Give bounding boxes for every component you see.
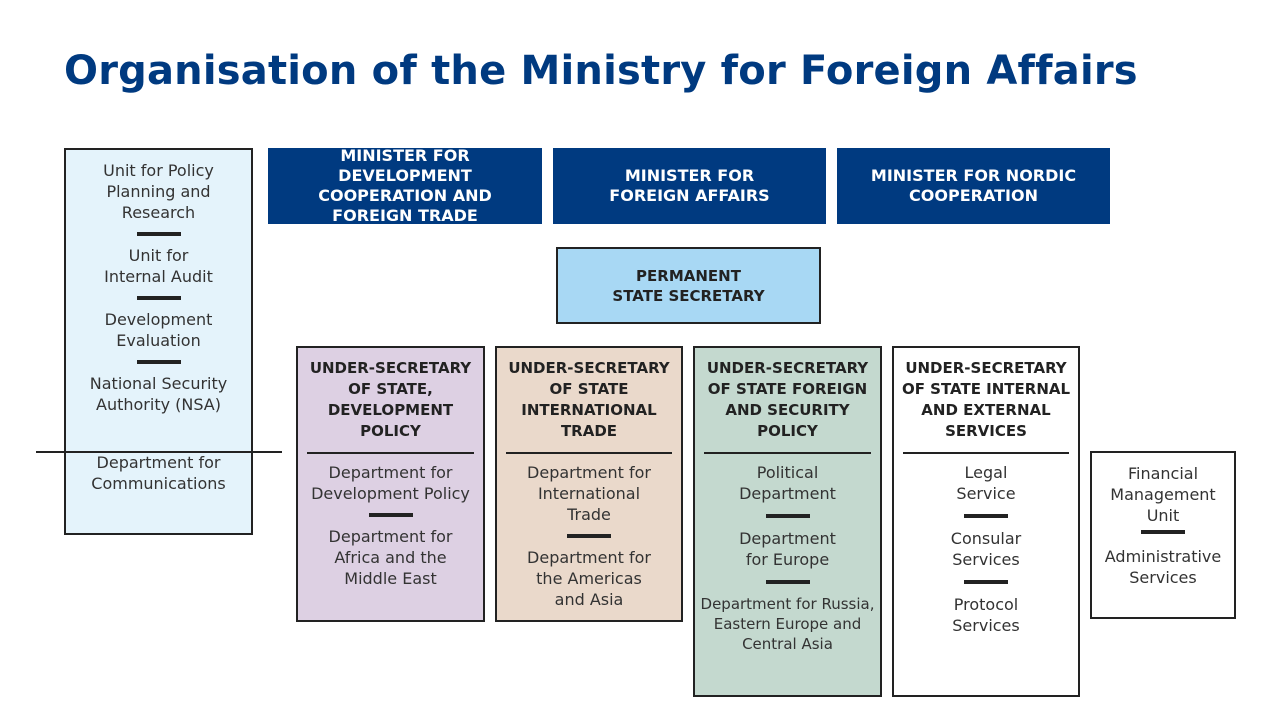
minister-nordic-cooperation: MINISTER FOR NORDIC COOPERATION <box>837 148 1110 224</box>
header-rule <box>307 452 474 454</box>
protocol-services: Protocol Services <box>952 595 1020 635</box>
minister-foreign-affairs-label: MINISTER FOR FOREIGN AFFAIRS <box>609 166 770 205</box>
unit-policy-planning: Unit for Policy Planning and Research <box>103 161 214 222</box>
separator <box>964 580 1008 584</box>
separator <box>136 232 181 236</box>
page-title: Organisation of the Ministry for Foreign… <box>64 48 1138 94</box>
under-secretary-international-trade: UNDER-SECRETARY OF STATE INTERNATIONAL T… <box>495 346 683 622</box>
department-international-trade: Department for International Trade <box>527 463 651 524</box>
financial-management-unit: Financial Management Unit <box>1110 464 1216 525</box>
consular-services: Consular Services <box>950 529 1022 569</box>
separator <box>1141 530 1185 534</box>
administration-units: Financial Management Unit Administrative… <box>1090 451 1236 619</box>
department-communications: Department for Communications <box>91 453 226 493</box>
political-department: Political Department <box>739 463 836 503</box>
minister-nordic-cooperation-label: MINISTER FOR NORDIC COOPERATION <box>870 166 1077 205</box>
legal-service: Legal Service <box>956 463 1016 503</box>
department-europe: Department for Europe <box>739 529 836 569</box>
under-secretary-development-title: UNDER-SECRETARY OF STATE, DEVELOPMENT PO… <box>309 359 472 440</box>
separator <box>765 580 810 584</box>
department-russia-eastern-europe-central-asia: Department for Russia, Eastern Europe an… <box>700 595 875 653</box>
header-rule <box>506 452 672 454</box>
minister-foreign-affairs: MINISTER FOR FOREIGN AFFAIRS <box>553 148 826 224</box>
national-security-authority: National Security Authority (NSA) <box>89 374 228 414</box>
under-secretary-services-title: UNDER-SECRETARY OF STATE INTERNAL AND EX… <box>901 359 1071 440</box>
header-rule <box>903 452 1069 454</box>
minister-development-trade-label: MINISTER FOR DEVELOPMENT COOPERATION AND… <box>318 146 492 225</box>
development-evaluation: Development Evaluation <box>104 310 213 350</box>
under-secretary-trade-title: UNDER-SECRETARY OF STATE INTERNATIONAL T… <box>508 359 670 440</box>
separator <box>368 513 413 517</box>
department-americas-asia: Department for the Americas and Asia <box>527 548 651 609</box>
separator <box>136 360 181 364</box>
minister-development-trade: MINISTER FOR DEVELOPMENT COOPERATION AND… <box>268 146 542 225</box>
under-secretary-development-policy: UNDER-SECRETARY OF STATE, DEVELOPMENT PO… <box>296 346 485 622</box>
permanent-state-secretary-label: PERMANENT STATE SECRETARY <box>612 266 765 305</box>
separator <box>567 534 611 538</box>
under-secretary-foreign-security-policy: UNDER-SECRETARY OF STATE FOREIGN AND SEC… <box>693 346 882 697</box>
staff-units-column: Unit for Policy Planning and Research Un… <box>64 148 253 535</box>
separator <box>964 514 1008 518</box>
department-development-policy: Department for Development Policy <box>311 463 470 503</box>
separator <box>136 296 181 300</box>
under-secretary-internal-external-services: UNDER-SECRETARY OF STATE INTERNAL AND EX… <box>892 346 1080 697</box>
header-rule <box>704 452 871 454</box>
unit-internal-audit: Unit for Internal Audit <box>104 246 213 286</box>
administrative-services: Administrative Services <box>1104 547 1222 587</box>
permanent-state-secretary: PERMANENT STATE SECRETARY <box>556 247 821 324</box>
connector-line <box>36 451 282 453</box>
separator <box>765 514 810 518</box>
department-africa-middle-east: Department for Africa and the Middle Eas… <box>328 527 453 588</box>
under-secretary-security-title: UNDER-SECRETARY OF STATE FOREIGN AND SEC… <box>706 359 869 440</box>
